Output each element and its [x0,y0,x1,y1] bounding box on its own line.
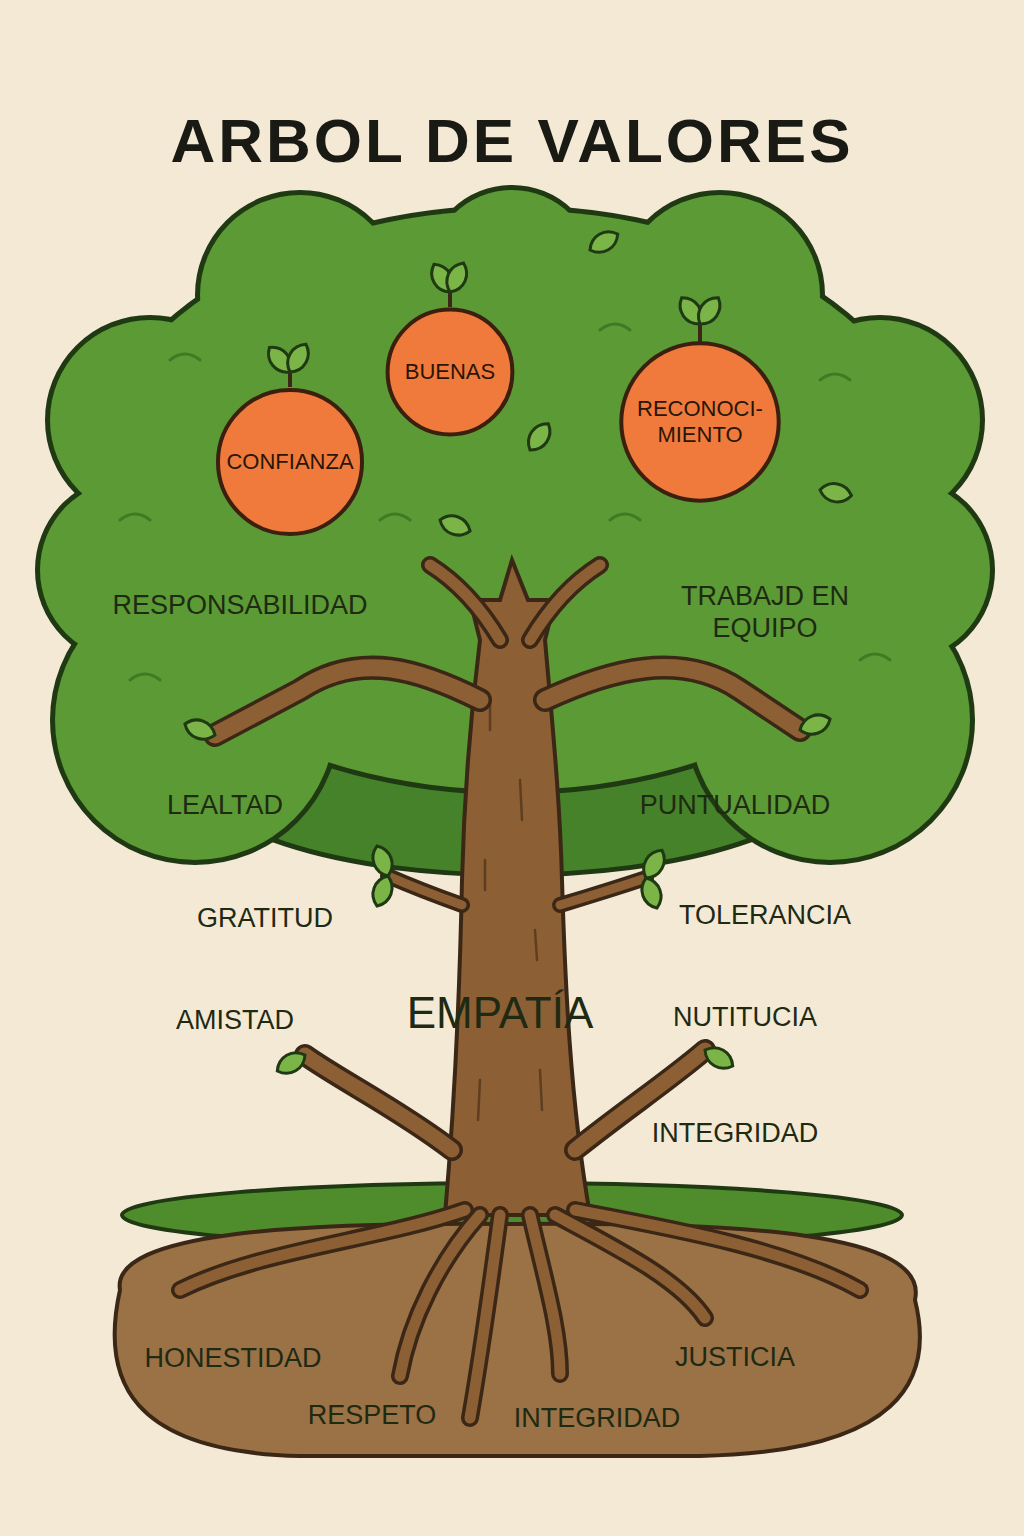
leaf [282,340,314,377]
leaf [586,226,623,258]
bark-lines [478,700,542,1120]
texture-stroke [820,374,850,380]
leaf [701,1042,738,1074]
leaf [369,843,397,879]
fruit-text-group: CONFIANZA [226,449,353,475]
fruit-label: RECONOCI- MIENTO [630,396,770,449]
value-label: LEALTAD [167,789,283,821]
root-outlines [180,1210,860,1418]
branch [530,565,600,640]
fruit-label: CONFIANZA [226,449,353,475]
root [530,1215,560,1374]
root-fills [180,1210,860,1418]
bark-line [540,1070,542,1110]
root [470,1215,500,1418]
value-label: RESPONSABILIDAD [112,589,367,621]
value-label: TRABAJD EN EQUIPO [665,580,865,645]
branch [305,1055,452,1150]
leaf [523,419,556,456]
branch [530,565,600,640]
canopy-part [55,580,335,860]
fruit-text-group: RECONOCI- MIENTO [630,396,770,449]
fruit-label: BUENAS [405,359,495,385]
value-label: JUSTICIA [675,1341,795,1373]
trunk [445,560,590,1215]
branch [560,878,646,905]
fruit-circle [388,310,513,435]
branch [215,668,480,735]
leaf [693,293,726,330]
root [530,1215,560,1374]
root [400,1215,480,1376]
texture-stroke [120,514,150,520]
value-label: EMPATÍA [407,987,594,1040]
leaf [182,716,218,744]
fruit-circle [218,390,362,534]
branch [545,668,800,730]
bark-line [484,860,487,890]
fruit-node: CONFIANZA [215,387,365,537]
fruit-node: BUENAS [385,307,515,437]
value-label: INTEGRIDAD [514,1402,681,1434]
leaf [442,259,472,296]
fruit-circle [621,343,778,500]
texture-stroke [600,324,630,330]
value-label: INTEGRIDAD [652,1117,819,1149]
texture-stroke [610,514,640,520]
texture-stroke [170,354,200,360]
value-label: AMISTAD [176,1004,294,1036]
leaf [273,1047,310,1079]
bark-line [520,780,522,820]
branch [545,668,800,730]
branch [388,876,462,905]
branch [430,565,500,640]
leaf [797,711,833,739]
leaf [638,875,666,911]
root [575,1210,860,1290]
texture-stroke [860,654,890,660]
value-label: TOLERANCIA [679,899,851,931]
leaf [638,846,670,883]
fruit-node: RECONOCI- MIENTO [618,340,782,504]
leaf [437,512,473,540]
branch [430,565,500,640]
root [180,1210,465,1290]
root [470,1215,500,1418]
branch-outlines [215,565,800,1150]
texture-stroke [380,514,410,520]
branch [305,1055,452,1150]
value-label: RESPETO [308,1399,437,1431]
value-label: NUTITUCIA [673,1001,817,1033]
value-label: PUNTUALIDAD [640,789,831,821]
bark-line [535,930,537,960]
root [180,1210,465,1290]
value-label: GRATITUD [197,902,333,934]
branch [388,876,462,905]
title-text: ARBOL DE VALORES [171,105,854,176]
fruit-text-group: BUENAS [405,359,495,385]
value-label: HONESTIDAD [144,1342,321,1374]
canopy-part [55,580,335,860]
branch [560,878,646,905]
root [400,1215,480,1376]
leaf [818,481,853,504]
texture-stroke [130,674,160,680]
branch [215,668,480,735]
bark-line [478,1080,480,1120]
leaf [369,873,397,909]
branch-fills [215,565,800,1150]
